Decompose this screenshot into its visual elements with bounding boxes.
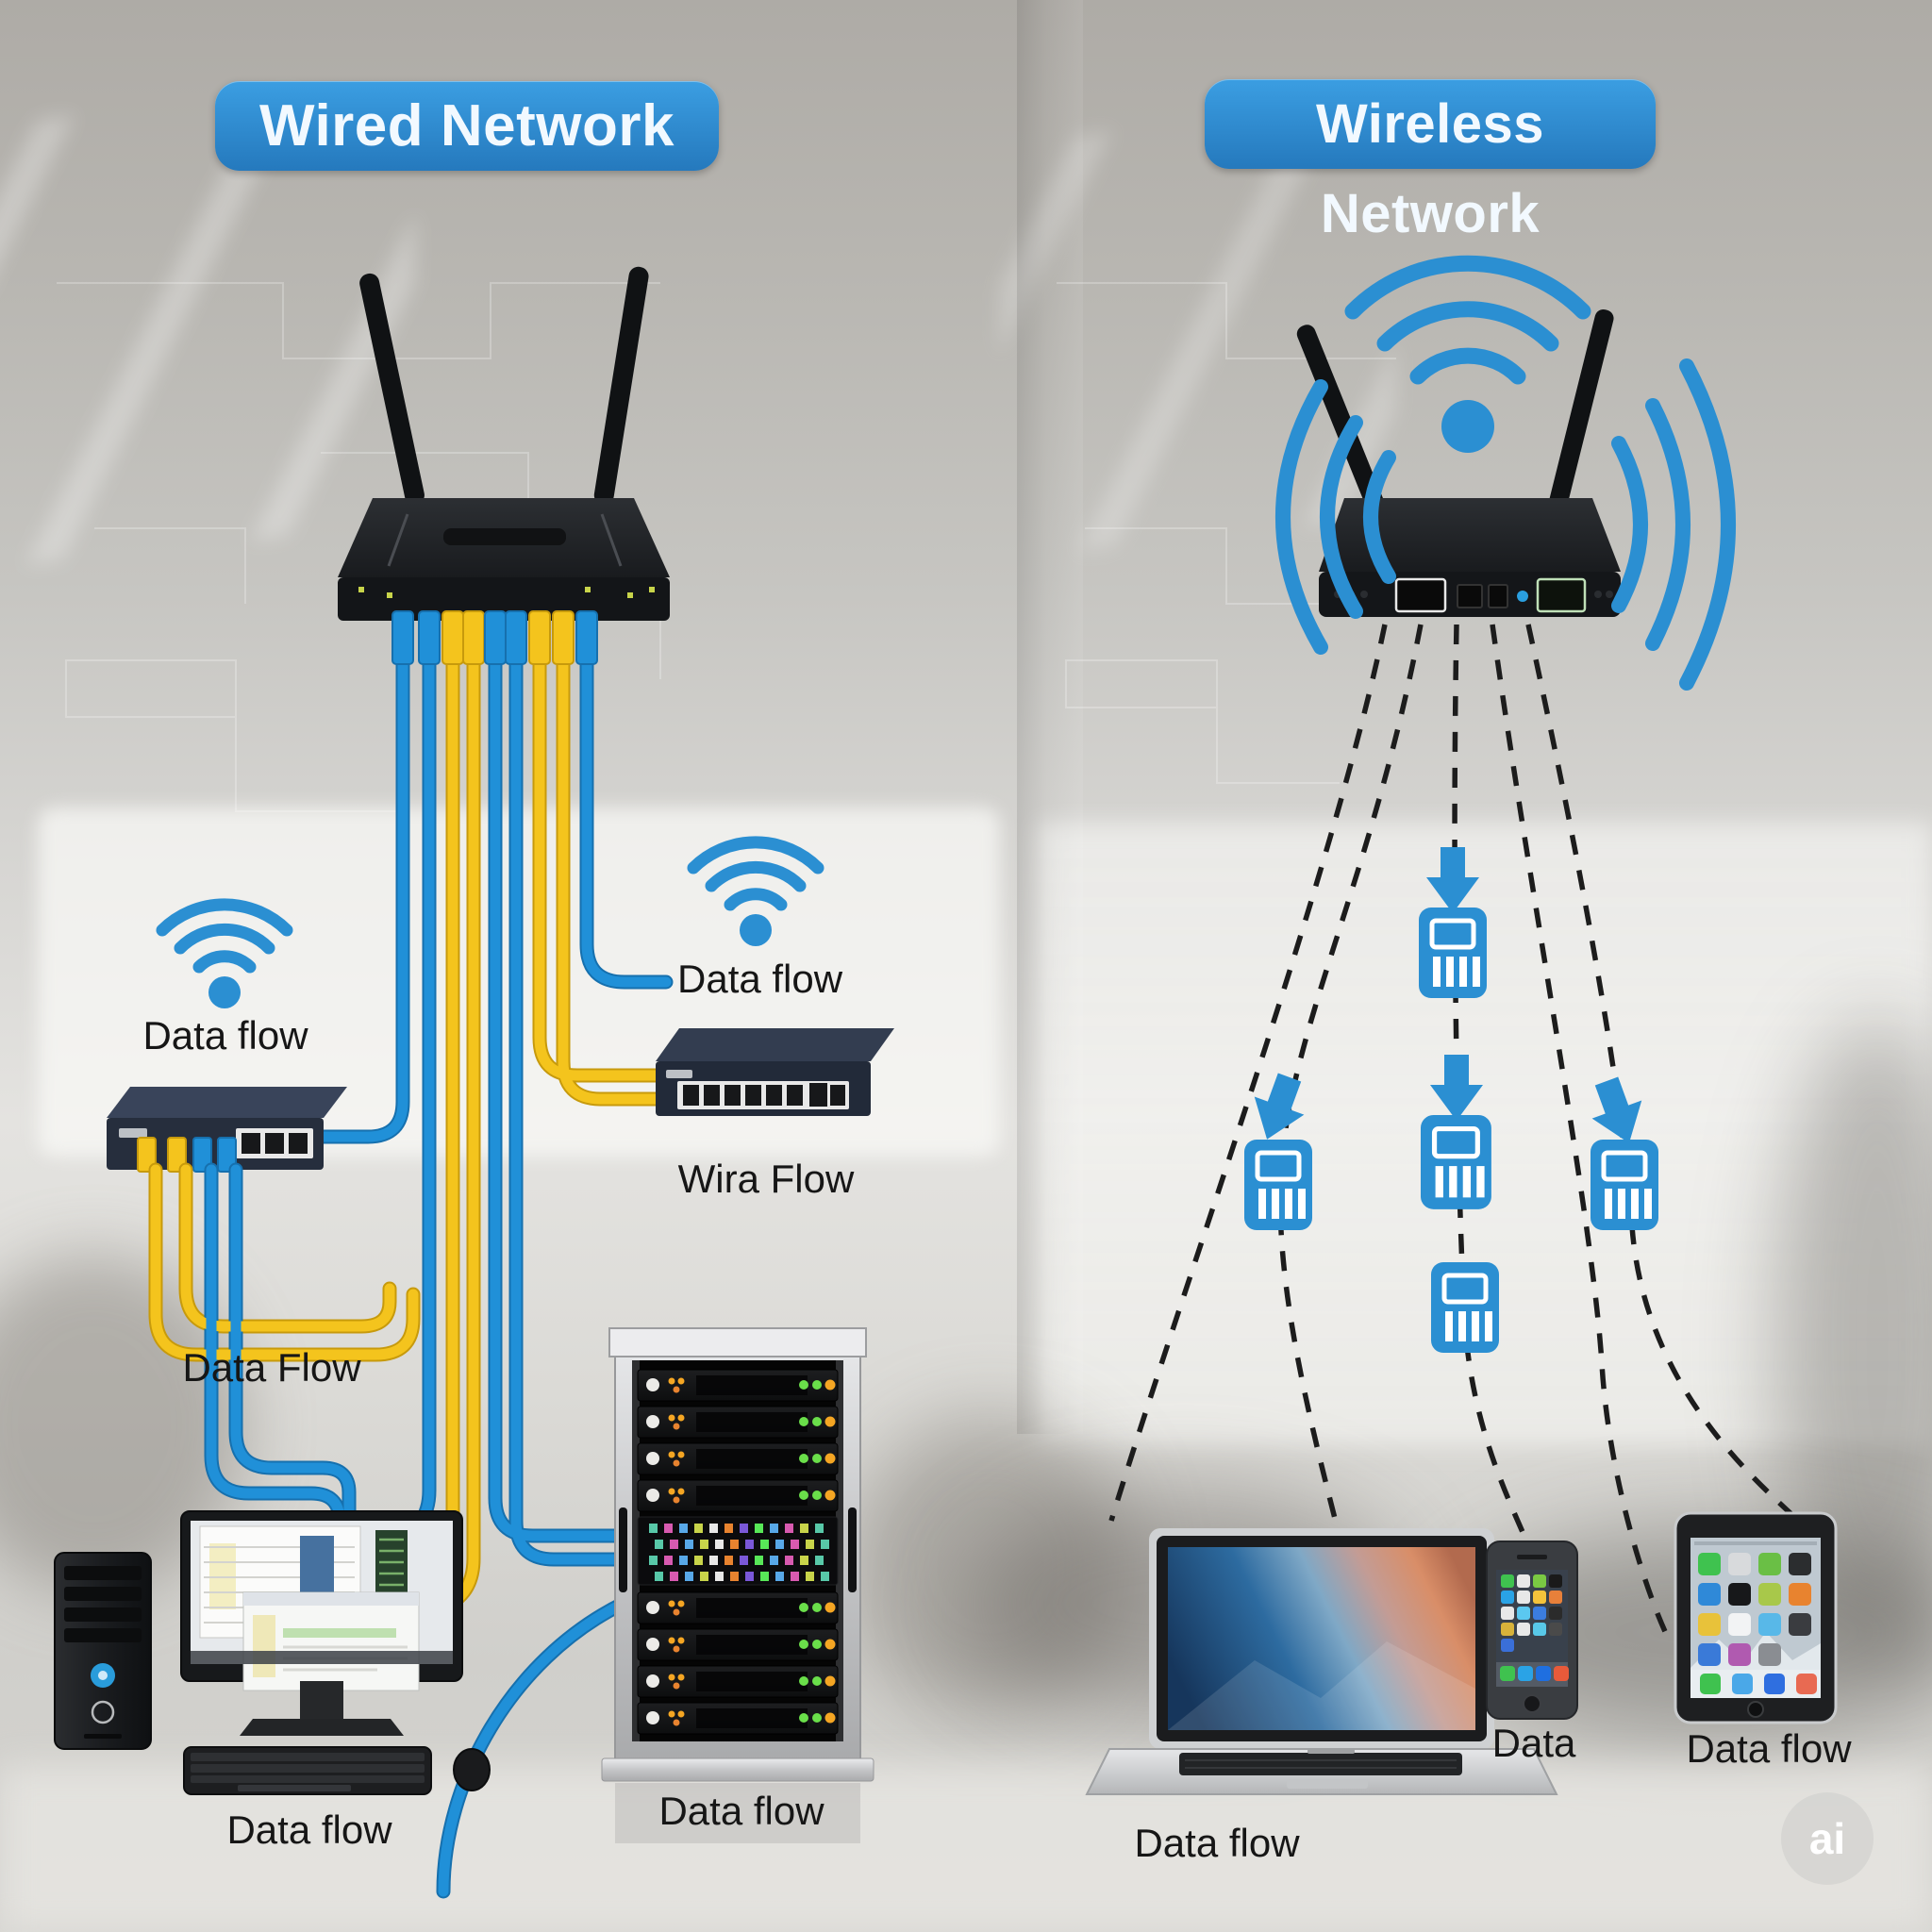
mouse (453, 1748, 491, 1791)
data-packet-icon (1591, 1140, 1658, 1230)
network-switch-left (107, 1087, 347, 1173)
network-switch-right (656, 1028, 894, 1116)
arrow-down-icon (1430, 1055, 1483, 1121)
signal-flow-markers (1242, 847, 1658, 1353)
rack-led-display (637, 1516, 839, 1586)
schematic-background-lines (57, 282, 1396, 812)
switch-patch-cables (148, 1162, 421, 1559)
wira-flow-label: Wira Flow (677, 1157, 855, 1201)
desktop-workstation (54, 1510, 491, 1795)
tablet (1674, 1511, 1838, 1724)
wireless-network-title: Wireless Network (1205, 79, 1656, 244)
data-label: Data (1491, 1721, 1576, 1765)
data-flow-label: Data Flow (182, 1345, 361, 1390)
smartphone (1486, 1541, 1578, 1720)
tablet-dock-icons (1700, 1674, 1817, 1694)
monitor (180, 1510, 463, 1736)
phone-dock-icons (1500, 1666, 1569, 1681)
data-flow-label: Data flow (677, 957, 843, 1001)
wired-network-title: Wired Network (215, 81, 719, 171)
data-flow-label: Data flow (1134, 1821, 1300, 1865)
phone-app-grid (1501, 1574, 1562, 1652)
data-flow-label: Data flow (1686, 1726, 1852, 1771)
pc-tower (54, 1552, 152, 1750)
wifi-icon (162, 905, 287, 1008)
wifi-waves (1275, 255, 1736, 691)
wireless-router (1296, 308, 1621, 617)
data-packet-icon (1419, 908, 1487, 998)
ai-watermark-icon: ai (1781, 1792, 1874, 1885)
data-packet-icon (1421, 1115, 1491, 1209)
data-flow-label: Data flow (658, 1789, 824, 1833)
wired-router (338, 266, 670, 665)
data-packet-icon (1431, 1262, 1499, 1353)
server-rack (601, 1327, 874, 1843)
ethernet-cables (304, 653, 674, 1899)
data-packet-icon (1244, 1140, 1312, 1230)
arrow-down-icon (1426, 847, 1479, 913)
wifi-icon (693, 842, 818, 946)
data-flow-label: Data flow (142, 1013, 308, 1058)
tablet-app-grid (1698, 1553, 1811, 1666)
cable-connectors (391, 610, 598, 665)
data-flow-label: Data flow (226, 1807, 392, 1852)
keyboard (183, 1746, 432, 1795)
